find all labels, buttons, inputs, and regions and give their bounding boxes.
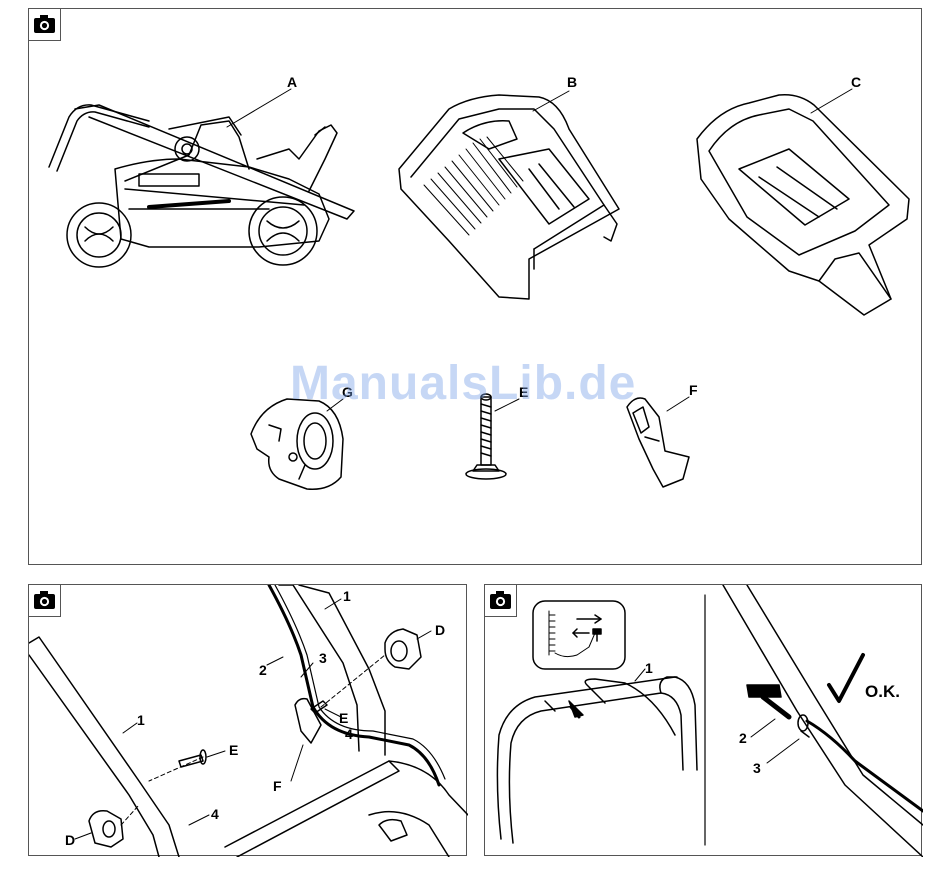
label-2: 2 xyxy=(259,663,267,677)
handle-assembly-panel: 1 2 3 D E F 4 1 E 4 D xyxy=(28,584,467,856)
label-1: 1 xyxy=(645,661,653,675)
label-g: G xyxy=(342,385,353,399)
label-e: E xyxy=(519,385,528,399)
label-b: B xyxy=(567,75,577,89)
grass-catcher-bottom-drawing xyxy=(697,95,909,315)
label-2: 2 xyxy=(739,731,747,745)
label-3: 3 xyxy=(319,651,327,665)
cable-routing-illustration xyxy=(485,585,923,857)
parts-overview-panel: A B C G E F xyxy=(28,8,922,565)
label-1-top: 1 xyxy=(343,589,351,603)
cable-clip-drawing xyxy=(627,398,689,487)
label-f: F xyxy=(689,383,698,397)
label-3: 3 xyxy=(753,761,761,775)
label-4-bottom: 4 xyxy=(211,807,219,821)
label-e-mid: E xyxy=(339,711,348,725)
parts-illustration xyxy=(29,9,923,566)
label-1-left: 1 xyxy=(137,713,145,727)
label-c: C xyxy=(851,75,861,89)
label-e-left: E xyxy=(229,743,238,757)
label-d-right: D xyxy=(435,623,445,637)
label-f: F xyxy=(273,779,282,793)
label-d-left: D xyxy=(65,833,75,847)
cable-routing-panel: 1 2 3 O.K. xyxy=(484,584,922,856)
lawnmower-drawing xyxy=(49,105,354,267)
label-a: A xyxy=(287,75,297,89)
handle-assembly-illustration xyxy=(29,585,468,857)
knob-drawing xyxy=(251,399,343,489)
grass-catcher-top-drawing xyxy=(399,95,619,299)
ok-label: O.K. xyxy=(865,683,900,700)
label-4-mid: 4 xyxy=(345,727,353,741)
screw-drawing xyxy=(466,394,506,479)
